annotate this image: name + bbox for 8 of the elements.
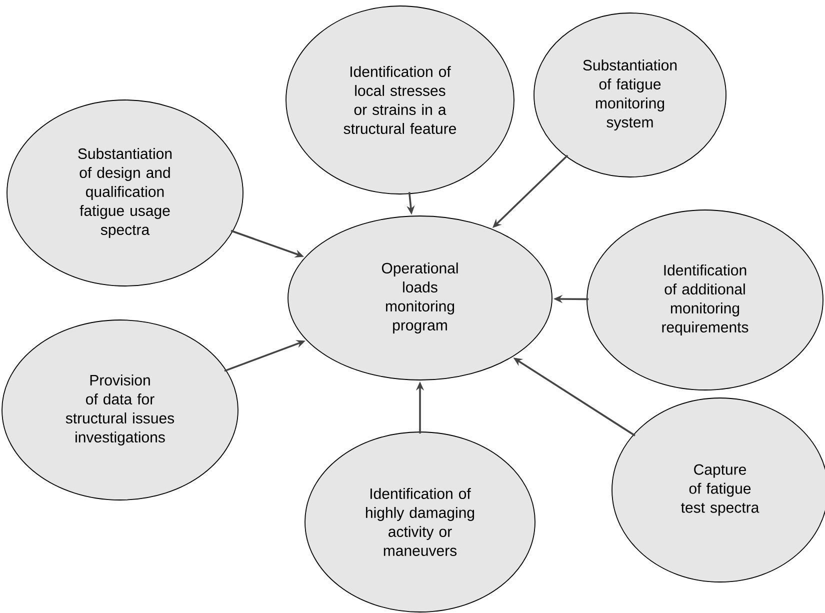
ellipse-node: Substantiation of fatigue monitoring system: [534, 12, 726, 178]
ellipse-node: Identification of additional monitoring requirements: [586, 210, 824, 390]
ellipse-node: Capture of fatigue test spectra: [612, 398, 825, 582]
ellipse-node: Identification of highly damaging activity or maneuvers: [304, 432, 536, 612]
ellipse-node: Substantiation of design and qualification fatigue usage spectra: [6, 100, 244, 286]
ellipse-node: Provision of data for structural issues investigations: [2, 320, 238, 500]
ellipse-node: Identification of local stresses or strains in a structural feature: [286, 6, 514, 194]
ellipse-node: Operational loads monitoring program: [288, 216, 552, 380]
